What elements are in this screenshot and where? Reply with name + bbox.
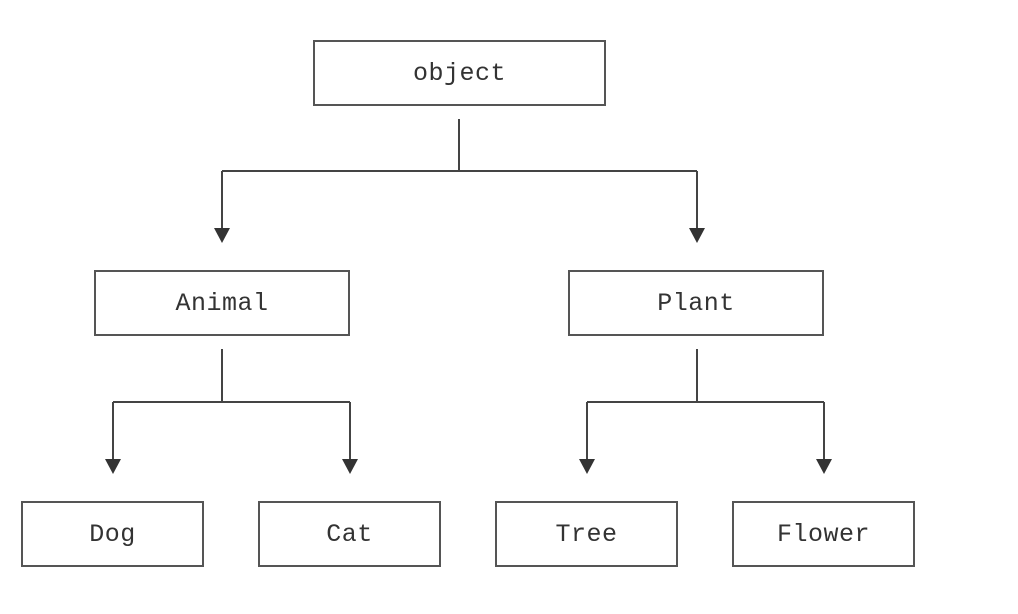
node-dog: Dog [21, 501, 204, 567]
node-tree-label: Tree [555, 519, 618, 549]
arrowhead-to-dog [105, 459, 121, 474]
node-object-label: object [412, 58, 506, 88]
node-cat-label: Cat [326, 519, 373, 549]
arrowhead-to-animal [214, 228, 230, 243]
arrowhead-to-cat [342, 459, 358, 474]
arrowhead-to-plant [689, 228, 705, 243]
arrowhead-to-tree [579, 459, 595, 474]
arrowhead-to-flower [816, 459, 832, 474]
node-animal-label: Animal [175, 288, 269, 318]
node-flower-label: Flower [776, 519, 870, 549]
node-tree: Tree [495, 501, 678, 567]
node-flower: Flower [732, 501, 915, 567]
node-cat: Cat [258, 501, 441, 567]
node-plant: Plant [568, 270, 824, 336]
node-animal: Animal [94, 270, 350, 336]
node-object: object [313, 40, 606, 106]
node-plant-label: Plant [657, 288, 735, 318]
node-dog-label: Dog [89, 519, 136, 549]
